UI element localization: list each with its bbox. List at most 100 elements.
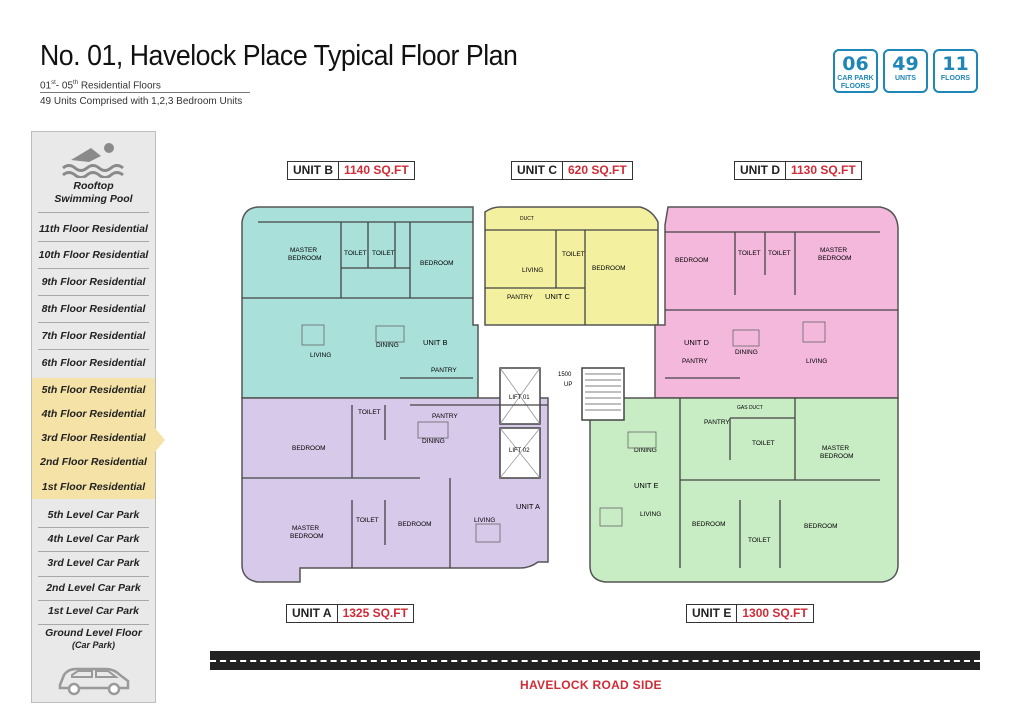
menu-floor-4[interactable]: 4th Floor Residential <box>32 402 155 426</box>
menu-floor-3[interactable]: 3rd Floor Residential <box>32 426 155 450</box>
stair-up-label: UP <box>564 382 572 388</box>
menu-divider <box>38 527 149 528</box>
lift-01 <box>499 367 541 425</box>
svg-text:UNIT B: UNIT B <box>423 338 447 347</box>
menu-car-park-2[interactable]: 2nd Level Car Park <box>46 582 141 594</box>
menu-floor-11[interactable]: 11th Floor Residential <box>39 223 148 235</box>
units-badge: 49 UNITS <box>883 49 928 93</box>
menu-car-park-4[interactable]: 4th Level Car Park <box>47 533 140 545</box>
stats-badges: 06 CAR PARK FLOORS 49 UNITS 11 FLOORS <box>833 49 978 93</box>
svg-text:MASTER: MASTER <box>822 445 849 452</box>
menu-ground-floor[interactable]: Ground Level Floor(Car Park) <box>45 627 142 650</box>
lift-02 <box>499 427 541 479</box>
svg-text:TOILET: TOILET <box>748 537 771 544</box>
menu-divider <box>38 212 149 213</box>
svg-text:BEDROOM: BEDROOM <box>820 453 854 460</box>
svg-text:BEDROOM: BEDROOM <box>675 257 709 264</box>
svg-text:TOILET: TOILET <box>344 250 367 257</box>
svg-text:UNIT C: UNIT C <box>545 292 570 301</box>
menu-divider <box>38 241 149 242</box>
menu-floor-7[interactable]: 7th Floor Residential <box>41 330 146 342</box>
unit-b-area[interactable] <box>241 206 479 399</box>
svg-text:MASTER: MASTER <box>820 247 847 254</box>
lift-02-label: LIFT 02 <box>509 448 530 454</box>
menu-divider <box>38 600 149 601</box>
svg-text:DINING: DINING <box>634 447 657 454</box>
svg-text:TOILET: TOILET <box>372 250 395 257</box>
swimmer-icon <box>62 143 124 178</box>
svg-text:PANTRY: PANTRY <box>682 358 708 365</box>
menu-floor-8[interactable]: 8th Floor Residential <box>41 303 146 315</box>
page-title: No. 01, Havelock Place Typical Floor Pla… <box>40 40 518 72</box>
unit-a-area[interactable] <box>241 397 549 583</box>
svg-text:DINING: DINING <box>735 349 758 356</box>
svg-text:TOILET: TOILET <box>738 250 761 257</box>
svg-text:BEDROOM: BEDROOM <box>288 255 322 262</box>
menu-floor-5[interactable]: 5th Floor Residential <box>32 378 155 402</box>
selected-floor-pointer <box>155 428 165 452</box>
menu-floor-10[interactable]: 10th Floor Residential <box>38 249 149 261</box>
svg-text:BEDROOM: BEDROOM <box>818 255 852 262</box>
svg-text:TOILET: TOILET <box>358 409 381 416</box>
svg-text:DINING: DINING <box>376 342 399 349</box>
svg-text:DINING: DINING <box>422 438 445 445</box>
unit-d-area[interactable] <box>654 206 899 399</box>
svg-text:BEDROOM: BEDROOM <box>420 260 454 267</box>
menu-floor-1[interactable]: 1st Floor Residential <box>32 475 155 499</box>
car-park-badge: 06 CAR PARK FLOORS <box>833 49 878 93</box>
menu-divider <box>38 576 149 577</box>
svg-text:PANTRY: PANTRY <box>432 413 458 420</box>
svg-text:GAS DUCT: GAS DUCT <box>737 405 763 411</box>
menu-floor-2[interactable]: 2nd Floor Residential <box>32 450 155 475</box>
lift-01-label: LIFT 01 <box>509 395 530 401</box>
menu-car-park-3[interactable]: 3rd Level Car Park <box>47 557 140 569</box>
svg-text:UNIT E: UNIT E <box>634 481 658 490</box>
unit-e-area[interactable] <box>589 397 899 583</box>
svg-text:BEDROOM: BEDROOM <box>398 521 432 528</box>
svg-text:UNIT D: UNIT D <box>684 338 709 347</box>
menu-floor-6[interactable]: 6th Floor Residential <box>41 357 146 369</box>
svg-text:UNIT A: UNIT A <box>516 502 540 511</box>
units-summary: 49 Units Comprised with 1,2,3 Bedroom Un… <box>40 96 243 107</box>
car-icon <box>58 667 130 696</box>
svg-text:LIVING: LIVING <box>640 511 661 518</box>
svg-text:TOILET: TOILET <box>562 251 585 258</box>
menu-divider <box>38 624 149 625</box>
svg-text:DUCT: DUCT <box>520 216 534 222</box>
menu-car-park-5[interactable]: 5th Level Car Park <box>47 509 140 521</box>
svg-text:LIVING: LIVING <box>474 517 495 524</box>
svg-text:LIVING: LIVING <box>522 267 543 274</box>
svg-text:BEDROOM: BEDROOM <box>592 265 626 272</box>
subtitle-divider <box>40 92 250 93</box>
menu-car-park-1[interactable]: 1st Level Car Park <box>47 605 140 617</box>
svg-text:MASTER: MASTER <box>292 525 319 532</box>
staircase <box>581 367 625 421</box>
menu-floor-9[interactable]: 9th Floor Residential <box>41 276 146 288</box>
svg-text:PANTRY: PANTRY <box>507 294 533 301</box>
svg-text:BEDROOM: BEDROOM <box>290 533 324 540</box>
menu-divider <box>38 349 149 350</box>
menu-divider <box>38 551 149 552</box>
svg-text:PANTRY: PANTRY <box>704 419 730 426</box>
svg-text:BEDROOM: BEDROOM <box>692 521 726 528</box>
floors-badge: 11 FLOORS <box>933 49 978 93</box>
road-strip <box>210 651 980 670</box>
svg-text:LIVING: LIVING <box>806 358 827 365</box>
svg-text:TOILET: TOILET <box>752 440 775 447</box>
svg-text:BEDROOM: BEDROOM <box>292 445 326 452</box>
menu-divider <box>38 295 149 296</box>
svg-text:TOILET: TOILET <box>356 517 379 524</box>
floors-range: 01st- 05th Residential Floors <box>40 80 161 92</box>
menu-divider <box>38 322 149 323</box>
unit-c-area[interactable] <box>484 206 659 326</box>
stair-dim: 1500 <box>558 372 572 378</box>
road-label: HAVELOCK ROAD SIDE <box>520 678 662 692</box>
menu-divider <box>38 268 149 269</box>
